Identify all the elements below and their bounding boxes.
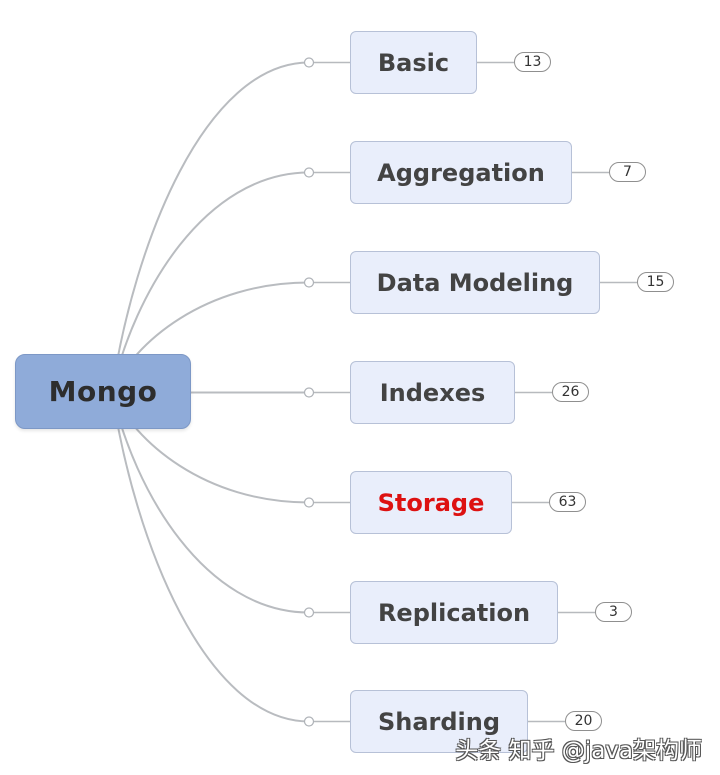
topic-label-replication: Replication xyxy=(377,598,531,627)
connector-line-sharding xyxy=(111,391,310,723)
count-label-replication: 3 xyxy=(609,604,618,620)
count-badge-data-modeling: 15 xyxy=(637,272,674,292)
topic-node-basic[interactable]: Basic xyxy=(350,31,477,94)
connector-line-replication xyxy=(111,391,310,614)
collapse-knob-basic[interactable] xyxy=(303,57,315,68)
topic-node-replication[interactable]: Replication xyxy=(350,581,558,644)
topic-node-sharding[interactable]: Sharding xyxy=(350,690,528,753)
topic-label-data-modeling: Data Modeling xyxy=(376,268,574,297)
topic-node-data-modeling[interactable]: Data Modeling xyxy=(350,251,600,314)
count-badge-storage: 63 xyxy=(549,492,586,512)
count-badge-aggregation: 7 xyxy=(609,162,646,182)
root-node[interactable]: Mongo xyxy=(15,354,191,429)
topic-node-storage[interactable]: Storage xyxy=(350,471,512,534)
connector-line-basic xyxy=(111,61,310,392)
count-label-storage: 63 xyxy=(558,494,577,510)
collapse-knob-storage[interactable] xyxy=(303,497,315,508)
connector-line-aggregation xyxy=(111,171,310,392)
collapse-knob-data-modeling[interactable] xyxy=(303,277,315,288)
topic-label-storage: Storage xyxy=(377,488,485,517)
collapse-knob-sharding[interactable] xyxy=(303,716,315,727)
count-badge-sharding: 20 xyxy=(565,711,602,731)
count-label-aggregation: 7 xyxy=(623,164,632,180)
connector-knobs xyxy=(303,57,315,727)
count-badge-indexes: 26 xyxy=(552,382,589,402)
topic-node-aggregation[interactable]: Aggregation xyxy=(350,141,572,204)
topic-label-sharding: Sharding xyxy=(377,707,501,736)
count-badge-replication: 3 xyxy=(595,602,632,622)
count-label-sharding: 20 xyxy=(574,713,593,729)
topic-node-indexes[interactable]: Indexes xyxy=(350,361,515,424)
count-label-data-modeling: 15 xyxy=(646,274,665,290)
topic-label-basic: Basic xyxy=(377,48,450,77)
count-badge-basic: 13 xyxy=(514,52,551,72)
count-label-basic: 13 xyxy=(523,54,542,70)
watermark: 头条 知乎 @java架构师 xyxy=(455,738,702,764)
topic-label-indexes: Indexes xyxy=(379,378,486,407)
count-label-indexes: 26 xyxy=(561,384,580,400)
collapse-knob-replication[interactable] xyxy=(303,607,315,618)
collapse-knob-indexes[interactable] xyxy=(303,387,315,398)
collapse-knob-aggregation[interactable] xyxy=(303,167,315,178)
root-node-label: Mongo xyxy=(48,375,158,408)
topic-label-aggregation: Aggregation xyxy=(377,158,545,187)
